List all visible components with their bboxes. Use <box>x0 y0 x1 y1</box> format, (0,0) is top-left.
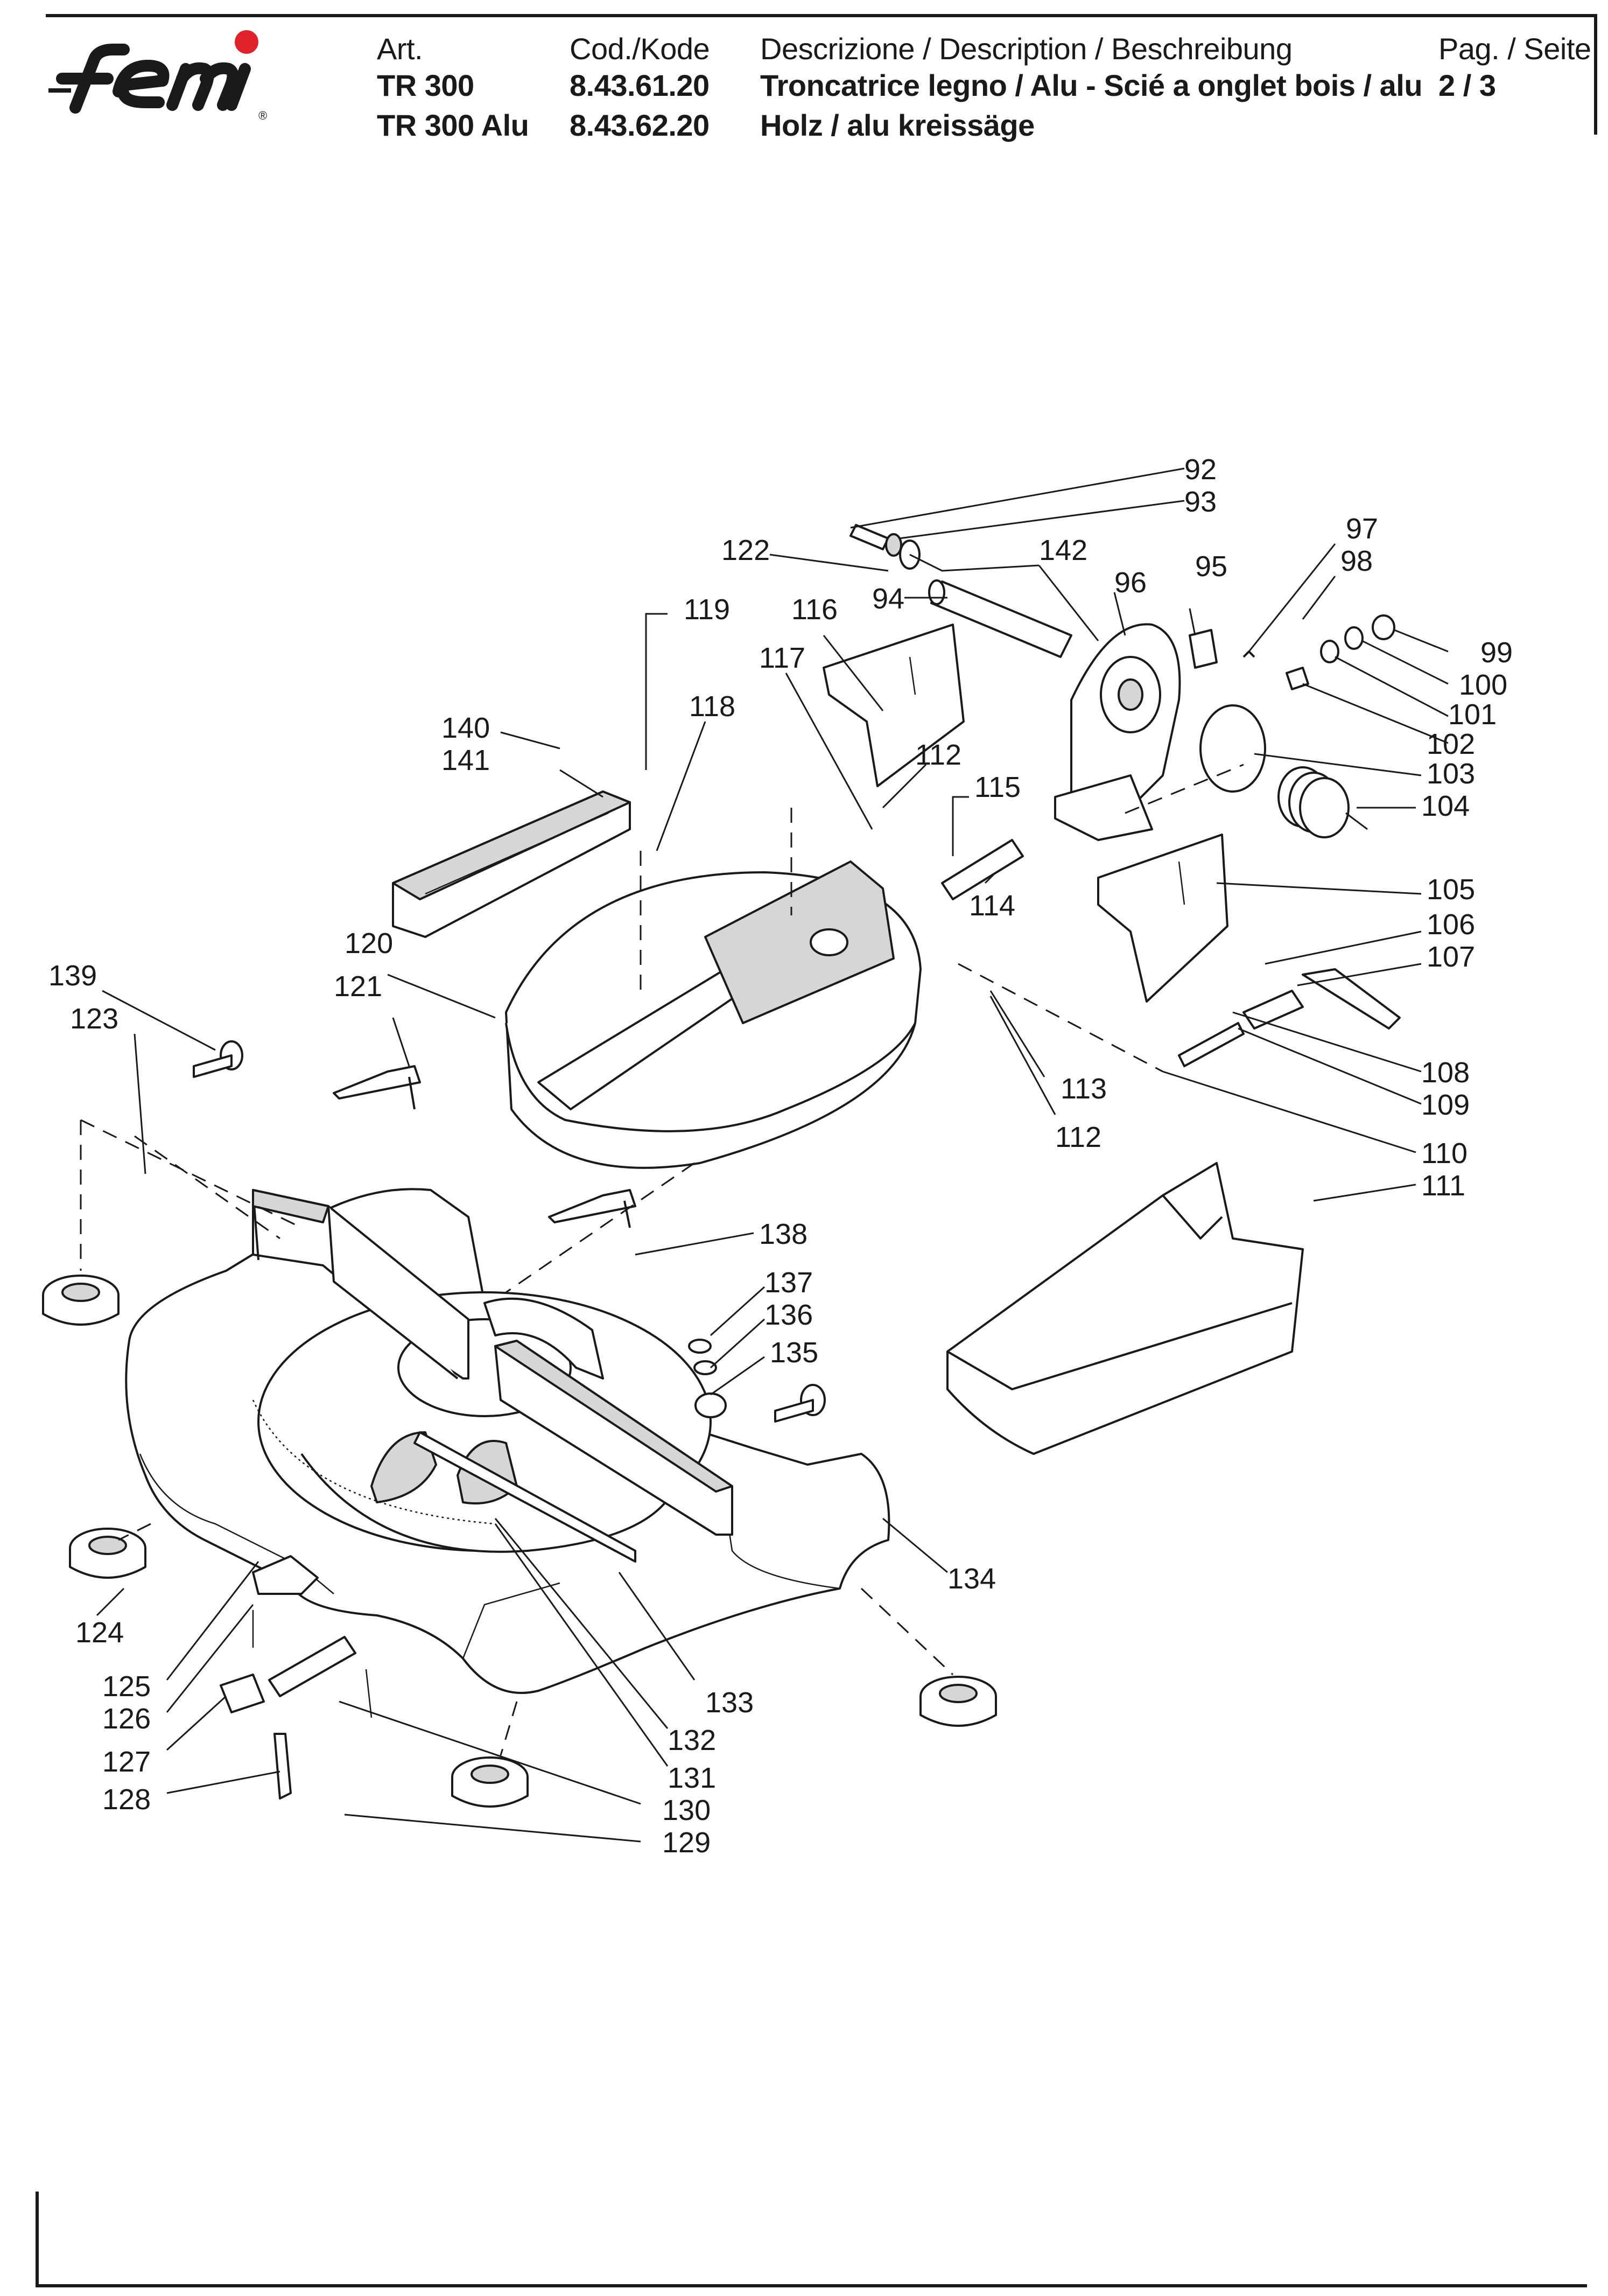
callout-96: 96 <box>1114 566 1147 599</box>
plate-105 <box>1097 834 1228 1003</box>
header-right-border <box>1594 14 1597 135</box>
page-label: Pag. / Seite <box>1438 32 1591 66</box>
leader-lines <box>96 467 1449 1843</box>
callout-125: 125 <box>102 1670 151 1703</box>
art-value-1: TR 300 <box>377 68 474 102</box>
callout-122: 122 <box>721 534 770 566</box>
knob-right <box>688 1339 826 1423</box>
angle-scale <box>252 1399 496 1525</box>
callout-124: 124 <box>75 1616 124 1649</box>
callout-115: 115 <box>974 771 1021 803</box>
art-value-2: TR 300 Alu <box>377 108 529 142</box>
description-line-1: Troncatrice legno / Alu - Scié a onglet … <box>760 68 1423 102</box>
callout-93: 93 <box>1184 486 1217 518</box>
callout-130: 130 <box>662 1794 711 1826</box>
knob-139 <box>193 1040 243 1078</box>
callout-94: 94 <box>872 583 904 615</box>
fence-left <box>252 1189 469 1380</box>
callout-95: 95 <box>1195 550 1227 583</box>
callout-97: 97 <box>1346 513 1378 545</box>
base-feet <box>42 1275 997 1808</box>
callout-105: 105 <box>1427 873 1475 906</box>
callout-121: 121 <box>334 970 382 1003</box>
callout-131: 131 <box>668 1762 716 1794</box>
callout-132: 132 <box>668 1724 716 1756</box>
callout-140: 140 <box>441 712 490 744</box>
brand-logo: ® <box>38 27 275 129</box>
callout-99: 99 <box>1480 636 1513 669</box>
assembly-lines <box>80 764 1244 1756</box>
callout-109: 109 <box>1421 1089 1470 1121</box>
callout-113: 113 <box>1061 1073 1107 1105</box>
arm-hinge-96 <box>1054 623 1181 841</box>
callout-92: 92 <box>1184 453 1217 486</box>
callout-114: 114 <box>969 890 1015 922</box>
bolt-92 <box>849 524 921 570</box>
lock-lever-107 <box>1302 968 1401 1030</box>
page-number: 2 / 3 <box>1438 68 1496 102</box>
turntable-arm-support <box>505 860 922 1169</box>
callout-127: 127 <box>102 1746 151 1778</box>
callout-98: 98 <box>1340 545 1373 577</box>
art-label: Art. <box>377 32 423 66</box>
callout-101: 101 <box>1448 698 1497 731</box>
callout-103: 103 <box>1427 758 1475 790</box>
callout-128: 128 <box>102 1783 151 1816</box>
callout-133: 133 <box>705 1686 754 1719</box>
callout-129: 129 <box>662 1826 711 1859</box>
callout-141: 141 <box>441 744 490 776</box>
header: ® Art. TR 300 TR 300 Alu Cod./Kode 8.43.… <box>0 0 1608 142</box>
callout-104: 104 <box>1421 790 1470 822</box>
callout-138: 138 <box>759 1218 807 1250</box>
callout-136: 136 <box>764 1299 813 1331</box>
header-rule <box>46 14 1596 17</box>
femi-logo-icon: ® <box>48 30 267 122</box>
svg-text:®: ® <box>258 109 267 122</box>
frame-bottom-border <box>36 2284 1587 2287</box>
callout-117: 117 <box>759 642 805 674</box>
callout-111: 111 <box>1421 1170 1465 1202</box>
callout-108: 108 <box>1421 1056 1470 1089</box>
rotary-table <box>257 1291 712 1553</box>
callout-labels: 92 93 97 98 122 142 95 96 94 99 100 116 … <box>48 453 1513 1859</box>
callout-112-bottom: 112 <box>1055 1121 1101 1153</box>
callout-119: 119 <box>684 593 730 626</box>
callout-118: 118 <box>689 690 735 723</box>
lever-121 <box>333 1065 421 1110</box>
callout-120: 120 <box>345 927 393 960</box>
callout-107: 107 <box>1427 941 1475 973</box>
callout-100: 100 <box>1459 669 1507 701</box>
miter-lock-assembly <box>220 1555 373 1800</box>
callout-137: 137 <box>764 1266 813 1299</box>
cylinder-108 <box>1178 990 1304 1067</box>
code-value-1: 8.43.61.20 <box>570 68 710 102</box>
callout-135: 135 <box>770 1336 818 1369</box>
small-hardware-top-right <box>1189 614 1395 690</box>
description-line-2: Holz / alu kreissäge <box>760 108 1035 142</box>
callout-134: 134 <box>947 1563 996 1595</box>
callout-106: 106 <box>1427 908 1475 941</box>
pin-114 <box>941 839 1024 900</box>
bracket-140-141 <box>392 790 631 938</box>
callout-126: 126 <box>102 1703 151 1735</box>
callout-116: 116 <box>791 593 838 626</box>
callout-110: 110 <box>1421 1137 1467 1170</box>
callout-123: 123 <box>70 1003 118 1035</box>
callout-142: 142 <box>1039 534 1087 566</box>
tray-111 <box>946 1162 1304 1455</box>
description-label: Descrizione / Description / Beschreibung <box>760 32 1293 66</box>
code-label: Cod./Kode <box>570 32 710 66</box>
spring-104 <box>1277 766 1368 838</box>
lever-right <box>548 1189 636 1228</box>
fence-right <box>413 1340 733 1563</box>
frame-left-border <box>36 2192 39 2287</box>
plate-116 <box>823 624 965 787</box>
ring-103 <box>1199 704 1266 793</box>
callout-102: 102 <box>1427 728 1475 760</box>
callout-112-top: 112 <box>915 739 961 771</box>
code-value-2: 8.43.62.20 <box>570 108 710 142</box>
callout-139: 139 <box>48 960 97 992</box>
